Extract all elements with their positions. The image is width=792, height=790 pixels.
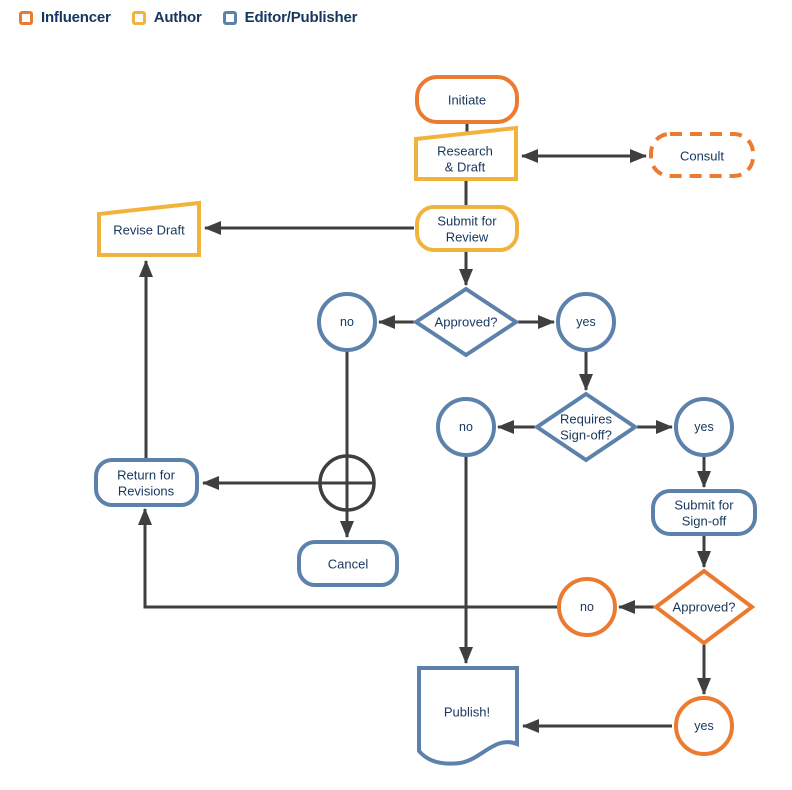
author-swatch-icon [131,10,146,25]
node-approved-signoff-no: no [557,577,617,637]
approved-signoff-no-label: no [580,600,594,614]
approved-review-no-shape [317,292,377,352]
submit-for-review-label-line1: Submit for [437,214,497,229]
node-consult: Consult [649,132,755,178]
legend-label-editor-publisher: Editor/Publisher [244,9,358,26]
edge-signoff-no-to-return-revisions [138,508,558,609]
approved-review-yes-label: yes [576,315,595,329]
approved-review-no-label: no [340,315,354,329]
requires-signoff-yes-label: yes [694,420,713,434]
legend-item-author: Author [131,9,202,26]
approved-review-shape [412,286,520,358]
approved-signoff-yes-label: yes [694,719,713,733]
approved-review-yes-shape [556,292,616,352]
submit-for-signoff-label-line1: Submit for [674,498,734,513]
legend: Influencer Author Editor/Publisher [19,9,357,26]
publish-label: Publish! [444,705,490,720]
node-requires-signoff-yes: yes [674,397,734,457]
revise-draft-label: Revise Draft [113,223,185,238]
requires-signoff-no-label: no [459,420,473,434]
submit-for-signoff-shape [651,489,757,536]
research-draft-label-line2: & Draft [445,160,486,175]
legend-item-influencer: Influencer [19,9,111,26]
consult-shape [649,132,755,178]
return-for-revisions-label-line1: Return for [117,468,175,483]
legend-label-author: Author [153,9,202,26]
research-draft-shape [414,125,518,181]
influencer-swatch-icon [19,10,33,25]
legend-label-influencer: Influencer [41,9,111,26]
node-approved-signoff: Approved? [652,568,756,646]
node-approved-review-yes: yes [556,292,616,352]
return-for-revisions-shape [94,458,199,507]
approved-review-label: Approved? [435,315,498,330]
node-research-draft: Research & Draft [414,125,518,181]
node-submit-for-signoff: Submit for Sign-off [651,489,757,536]
submit-for-review-label-line2: Review [446,230,489,245]
requires-signoff-yes-shape [674,397,734,457]
node-requires-signoff-no: no [436,397,496,457]
research-draft-label-line1: Research [437,144,493,159]
requires-signoff-label-line2: Sign-off? [560,428,612,443]
approved-signoff-no-shape [557,577,617,637]
submit-for-signoff-label-line2: Sign-off [682,514,727,529]
approved-signoff-shape [652,568,756,646]
cancel-shape [297,540,399,587]
cancel-label: Cancel [328,557,369,572]
return-for-revisions-label-line2: Revisions [118,484,175,499]
node-publish: Publish! [417,666,519,766]
node-approved-review: Approved? [412,286,520,358]
node-cancel: Cancel [297,540,399,587]
node-revise-draft: Revise Draft [97,200,201,257]
junction-connector-icon [318,454,376,512]
submit-for-review-shape [415,205,519,252]
node-submit-for-review: Submit for Review [415,205,519,252]
node-return-for-revisions: Return for Revisions [94,458,199,507]
approved-signoff-yes-shape [674,696,734,756]
consult-label: Consult [680,149,724,164]
edges [138,121,711,733]
publish-shape [417,666,519,766]
editor-publisher-swatch-icon [222,10,237,25]
node-initiate: Initiate [415,75,519,124]
legend-item-editor-publisher: Editor/Publisher [222,9,358,26]
node-approved-signoff-yes: yes [674,696,734,756]
approved-signoff-label: Approved? [673,600,736,615]
initiate-label: Initiate [448,93,486,108]
node-requires-signoff: Requires Sign-off? [533,391,639,463]
requires-signoff-label-line1: Requires [560,412,613,427]
requires-signoff-no-shape [436,397,496,457]
nodes: Initiate Research & Draft Consult Submit… [94,75,757,766]
node-approved-review-no: no [317,292,377,352]
initiate-shape [415,75,519,124]
revise-draft-shape [97,200,201,257]
requires-signoff-shape [533,391,639,463]
